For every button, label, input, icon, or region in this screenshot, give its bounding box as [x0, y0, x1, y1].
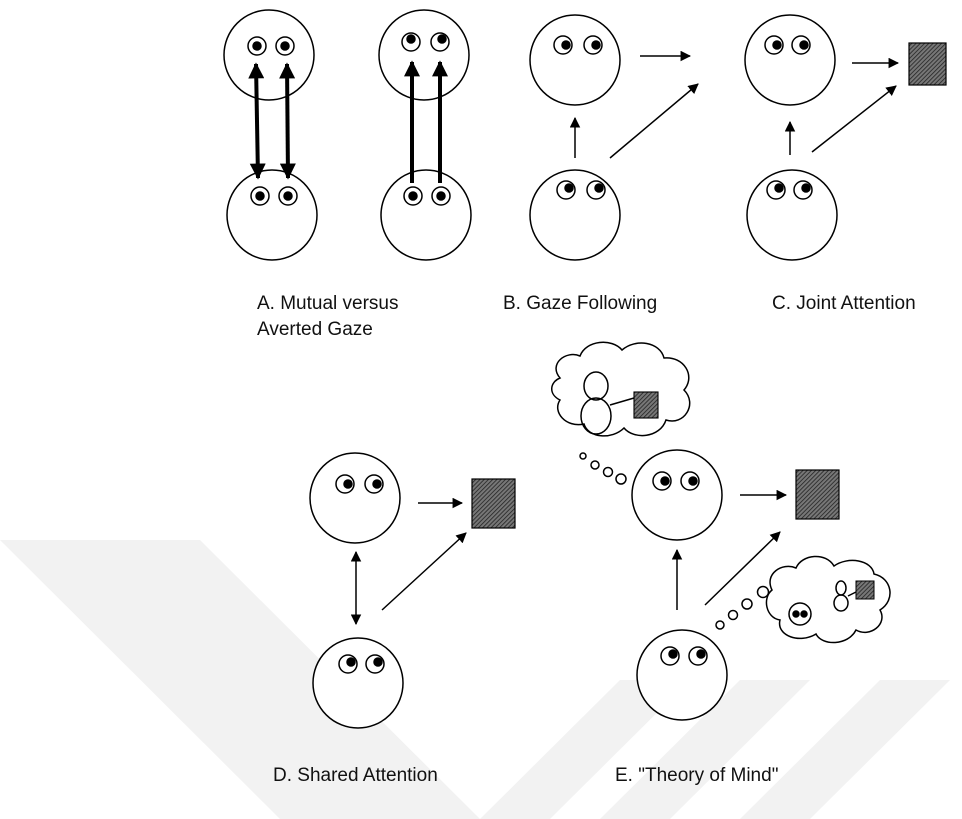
caption-a-line2: Averted Gaze — [257, 319, 373, 340]
object-c — [908, 42, 947, 86]
caption-c: C. Joint Attention — [772, 293, 916, 314]
arrow-mutual-2 — [279, 62, 296, 180]
head-d-top — [309, 452, 401, 544]
thought-cloud-small — [765, 555, 891, 644]
panel-d-shared-attention — [309, 452, 516, 729]
head-a1-top — [223, 9, 315, 101]
arrow-b-diagonal — [609, 83, 699, 159]
head-e-top — [631, 449, 723, 541]
panel-c-joint-attention — [744, 14, 947, 261]
caption-e: E. "Theory of Mind" — [615, 765, 779, 786]
arrow-mutual-1 — [248, 62, 266, 180]
head-e-bottom — [636, 629, 728, 721]
panel-a-mutual-averted-gaze — [223, 9, 472, 261]
panel-b-gaze-following — [529, 14, 699, 261]
arrow-c-diagonal — [811, 85, 897, 153]
arrow-d-diagonal — [381, 532, 467, 611]
panel-e-theory-of-mind — [551, 341, 891, 721]
head-b-top — [529, 14, 621, 106]
head-a2-bottom — [380, 169, 472, 261]
head-c-bottom — [746, 169, 838, 261]
watermark — [0, 540, 950, 819]
object-e — [795, 469, 840, 520]
caption-a-line1: A. Mutual versus — [257, 293, 399, 314]
thought-bubbles-upper — [579, 452, 627, 485]
head-c-top — [744, 14, 836, 106]
head-a1-bottom — [226, 169, 318, 261]
caption-b: B. Gaze Following — [503, 293, 658, 314]
head-b-bottom — [529, 169, 621, 261]
caption-d: D. Shared Attention — [273, 765, 438, 786]
head-d-bottom — [312, 637, 404, 729]
head-a2-top — [378, 9, 470, 101]
object-d — [471, 478, 516, 529]
thought-cloud-large — [551, 341, 691, 437]
arrow-e-diagonal — [704, 531, 781, 606]
